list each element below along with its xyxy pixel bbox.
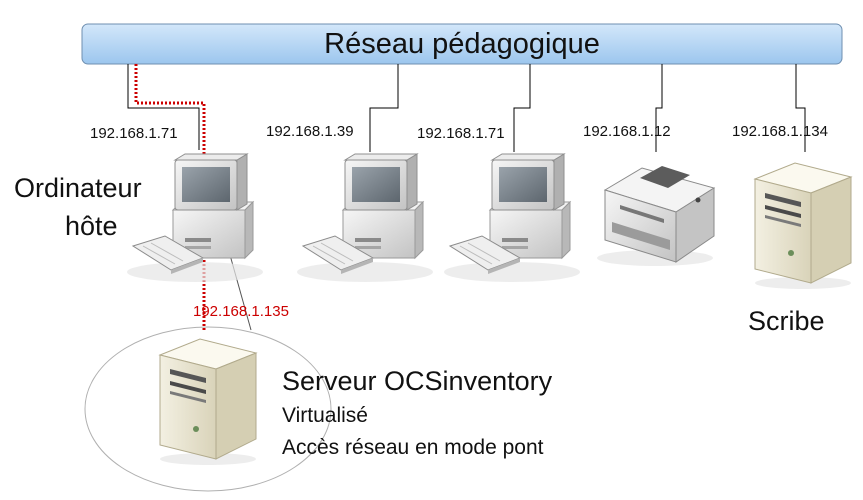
host-label-line1: Ordinateur	[14, 173, 142, 203]
scribe-server-icon	[754, 162, 852, 290]
ocs-server-title: Serveur OCSinventory	[282, 366, 553, 396]
host-link	[127, 64, 200, 150]
scribe-link	[795, 64, 806, 152]
ocs-server-line2: Accès réseau en mode pont	[282, 436, 544, 459]
ocs-server-line1: Virtualisé	[282, 404, 368, 427]
host-label-line2: hôte	[65, 211, 118, 241]
network-bus	[81, 23, 843, 65]
printer-icon	[597, 166, 716, 266]
host-ip: 192.168.1.71	[90, 125, 178, 142]
workstation-1-computer-icon	[296, 153, 434, 283]
printer-link	[655, 64, 663, 152]
network-title: Réseau pédagogique	[324, 27, 600, 60]
host-computer-icon	[126, 153, 264, 283]
scribe-label: Scribe	[748, 306, 825, 336]
workstation-1-link	[369, 64, 399, 152]
ocs-server-icon	[159, 338, 257, 466]
workstation-2-link	[513, 64, 531, 152]
ocs-boundary	[84, 326, 332, 492]
ocs-server-ip: 192.168.1.135	[193, 303, 289, 320]
scribe-ip: 192.168.1.134	[732, 123, 828, 140]
workstation-1-ip: 192.168.1.39	[266, 123, 354, 140]
printer-ip: 192.168.1.12	[583, 123, 671, 140]
workstation-2-ip: 192.168.1.71	[417, 125, 505, 142]
workstation-2-computer-icon	[443, 153, 581, 283]
